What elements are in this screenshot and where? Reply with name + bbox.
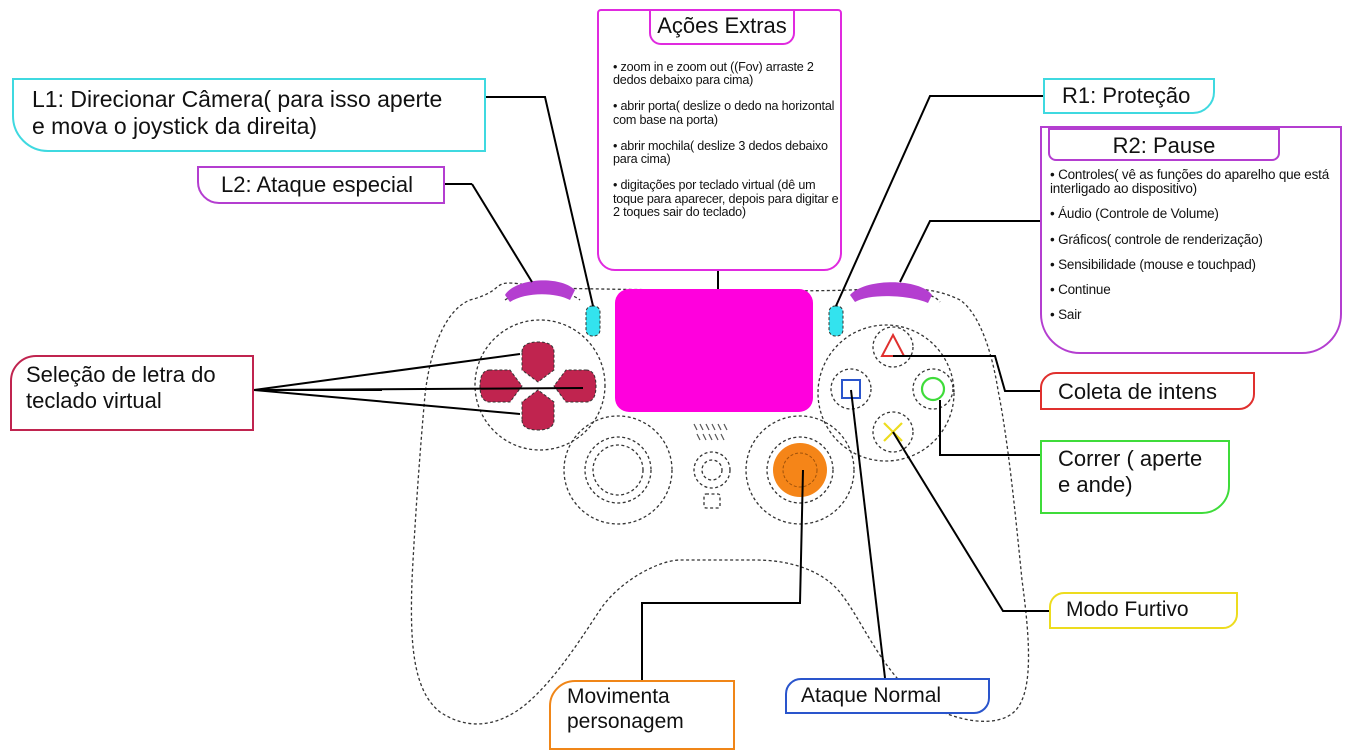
right-stick-ring <box>782 452 818 488</box>
l1-button <box>585 305 601 337</box>
dpad-up <box>521 341 555 383</box>
r2-pause-item: • Gráficos( controle de renderização) <box>1050 231 1263 247</box>
square-callout: Ataque Normal <box>785 678 990 714</box>
acoes-extras-item: • digitações por teclado virtual (dê um … <box>613 178 839 219</box>
acoes-extras-item: • abrir porta( deslize o dedo na horizon… <box>613 99 835 127</box>
r1-callout: R1: Proteção <box>1043 78 1215 114</box>
r2-pause-item: • Sair <box>1050 307 1082 323</box>
r2-pause-title: R2: Pause <box>1048 128 1280 161</box>
leader-lines <box>253 95 1049 680</box>
triangle-callout: Coleta de intens <box>1040 372 1255 410</box>
touchpad <box>615 289 813 412</box>
r2-pause-item: • Sensibilidade (mouse e touchpad) <box>1050 256 1256 272</box>
right-stick-callout-line1: Movimenta <box>567 685 670 708</box>
circle-callout: Correr ( aperte e ande) <box>1040 440 1230 514</box>
right-stick-callout: Movimenta personagem <box>549 680 735 750</box>
dpad-left <box>479 369 523 403</box>
dpad-callout-line1: Seleção de letra do <box>26 362 216 387</box>
dpad-callout: Seleção de letra do teclado virtual <box>10 355 254 431</box>
dpad-callout-line2: teclado virtual <box>26 387 162 413</box>
dpad <box>479 341 597 431</box>
acoes-extras-list: • zoom in e zoom out ((Fov) arraste 2 de… <box>613 60 843 232</box>
r2-pause-list: • Controles( vê as funções do aparelho q… <box>1050 167 1344 333</box>
r1-button <box>828 305 844 337</box>
r2-pause-item: • Áudio (Controle de Volume) <box>1050 206 1219 222</box>
r2-pause-item: • Continue <box>1050 281 1111 297</box>
dpad-right <box>553 369 597 403</box>
l1-callout: L1: Direcionar Câmera( para isso aperte … <box>12 78 486 152</box>
triangle-button <box>880 332 906 357</box>
acoes-extras-title: Ações Extras <box>649 10 795 45</box>
l1-callout-line1: L1: Direcionar Câmera( para isso aperte <box>32 86 443 112</box>
circle-button <box>920 376 946 402</box>
acoes-extras-panel: Ações Extras • zoom in e zoom out ((Fov)… <box>597 9 842 271</box>
cross-callout: Modo Furtivo <box>1049 592 1238 629</box>
l2-button <box>505 280 575 302</box>
r2-button <box>850 282 932 303</box>
l2-callout: L2: Ataque especial <box>197 166 445 204</box>
right-stick-callout-line2: personagem <box>567 709 684 733</box>
acoes-extras-item: • abrir mochila( deslize 3 dedos debaixo… <box>613 138 828 167</box>
dpad-down <box>521 389 555 431</box>
circle-callout-line2: e ande) <box>1058 471 1133 497</box>
l1-callout-line2: e mova o joystick da direita) <box>32 113 318 140</box>
circle-callout-line1: Correr ( aperte <box>1058 446 1203 471</box>
speaker-grille <box>693 423 728 441</box>
r2-pause-panel: R2: Pause • Controles( vê as funções do … <box>1040 126 1342 354</box>
right-stick <box>773 443 827 497</box>
r2-pause-item: • Controles( vê as funções do aparelho q… <box>1050 167 1330 197</box>
acoes-extras-item: • zoom in e zoom out ((Fov) arraste 2 de… <box>613 60 814 88</box>
